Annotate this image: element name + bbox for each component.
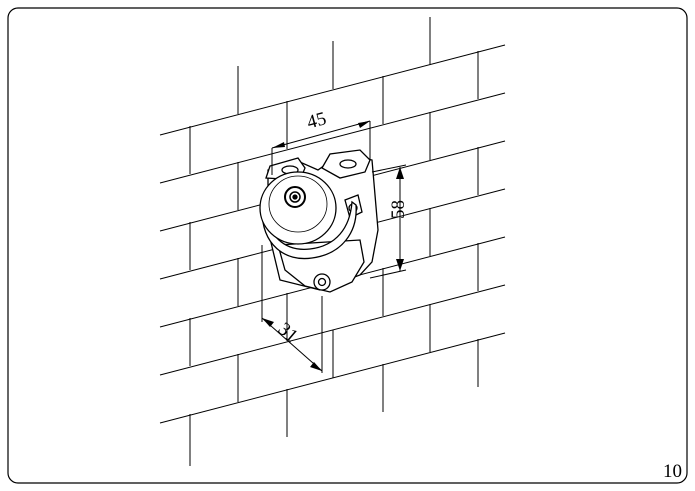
- width-dimension: 45: [271, 108, 371, 175]
- page-number: 10: [663, 461, 682, 482]
- depth-label: 31: [274, 319, 302, 347]
- wall-mounted-device: [259, 149, 379, 293]
- page-frame: [7, 7, 688, 484]
- brick-wall: [159, 17, 506, 466]
- width-label: 45: [305, 108, 329, 133]
- height-label: 58: [388, 200, 409, 219]
- height-dimension: 58: [369, 164, 409, 279]
